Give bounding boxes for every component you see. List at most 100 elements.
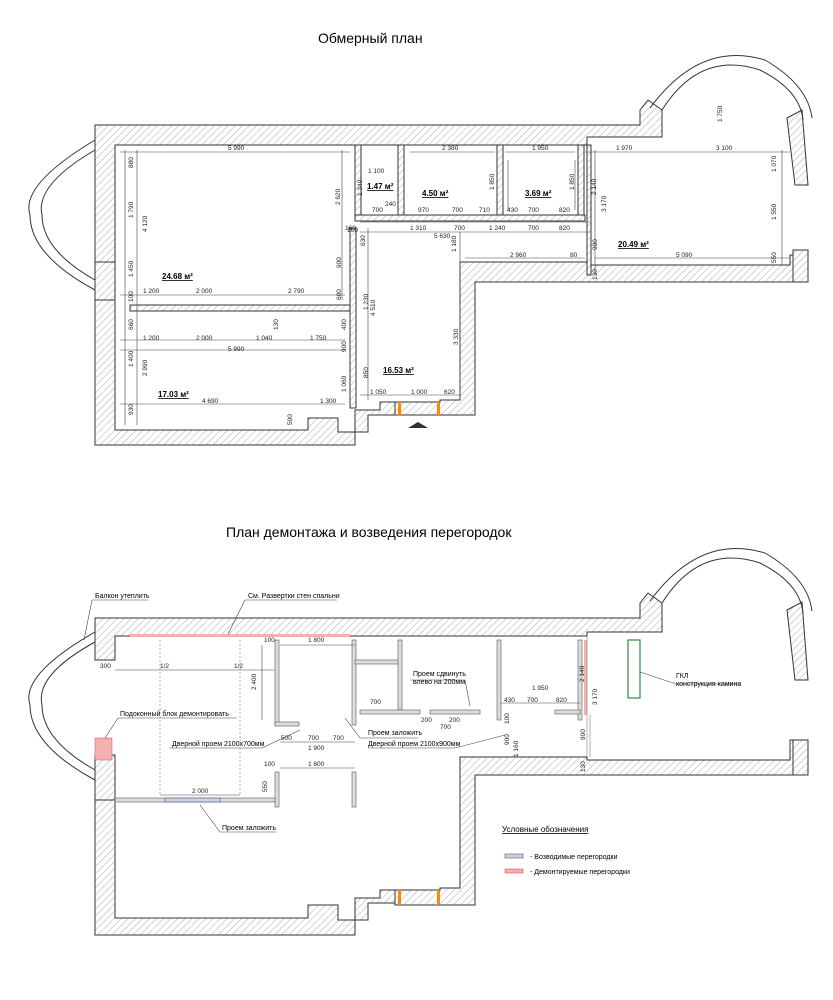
dim-text: 630 [360, 235, 367, 246]
dim-text: 1 000 [411, 389, 428, 396]
dim-text: 820 [559, 225, 570, 232]
dim-text: 2 790 [288, 288, 305, 295]
legend-build-label: - Возводимые перегородки [530, 854, 618, 861]
dim-text: 900 [592, 239, 599, 250]
dim-text: 1 230 [363, 293, 370, 310]
dim-text: 430 [504, 697, 515, 704]
dim-text: 1 850 [489, 173, 496, 190]
dim-text: 2 000 [192, 788, 209, 795]
plan2-dimension-text: 300 1/2 1/2 100 1 800 2 400 500 700 700 … [100, 637, 599, 795]
plan1-title: Обмерный план [318, 30, 423, 46]
dim-text: 160 [345, 225, 356, 232]
dim-text: 240 [385, 201, 396, 208]
dim-text: 850 [363, 367, 370, 378]
dim-text: 700 [528, 225, 539, 232]
dim-text: 1 800 [308, 761, 325, 768]
dim-text: 700 [370, 699, 381, 706]
dim-text: 160 [347, 227, 358, 234]
dim-text: 1 160 [513, 740, 520, 757]
dim-text: 900 [336, 257, 343, 268]
dim-text: 930 [128, 404, 135, 415]
plan1-dimension-text: 5 990 2 380 1 950 1 970 3 100 1 750 1 10… [128, 105, 778, 425]
plan1-dimension-lines [120, 150, 790, 425]
dim-text: 80 [570, 252, 578, 259]
dim-text: 100 [504, 713, 511, 724]
dim-text: 430 [507, 207, 518, 214]
dim-text: 2 380 [442, 145, 459, 152]
dim-text: 1 950 [532, 685, 549, 692]
dim-text: 2 960 [510, 252, 527, 259]
dim-text: 1 450 [128, 260, 135, 277]
dim-text: 3 330 [453, 328, 460, 345]
dim-text: 900 [580, 729, 587, 740]
dim-text: 1 040 [256, 335, 273, 342]
note-door-900: Дверной проем 2100х900мм [368, 740, 461, 748]
dim-text: 5 090 [676, 252, 693, 259]
dim-text: 400 [341, 319, 348, 330]
dim-text: 2 400 [251, 673, 258, 690]
note-close-1: Проем заложить [368, 730, 422, 737]
plan2-walls [28, 548, 813, 936]
dim-text: 700 [333, 735, 344, 742]
dim-text: 1 750 [717, 105, 724, 122]
dim-text: 2 000 [196, 335, 213, 342]
dim-text: 700 [372, 207, 383, 214]
dim-text: 1 200 [143, 288, 160, 295]
dim-text: 4 120 [142, 215, 149, 232]
dim-text: 1 060 [341, 375, 348, 392]
dim-text: 1 400 [128, 350, 135, 367]
area-label: 3.69 м² [525, 189, 552, 198]
dim-text: 1 950 [532, 145, 549, 152]
dim-text: 130 [273, 319, 280, 330]
dim-text: 900 [504, 734, 511, 745]
dim-text: 5 990 [228, 145, 245, 152]
note-door-700: Дверной проем 2100х700мм [172, 740, 265, 748]
dim-text: 1 850 [569, 173, 576, 190]
dim-text: 700 [452, 207, 463, 214]
note-close-2: Проем заложить [222, 825, 276, 832]
dim-text: 600 [336, 289, 343, 300]
dim-text: 1 550 [771, 203, 778, 220]
dim-text: 2 140 [591, 178, 598, 195]
note-balcony: Балкон утеплить [95, 593, 150, 600]
dim-text: 1/2 [160, 663, 169, 670]
area-label: 16.53 м² [383, 366, 414, 375]
dim-text: 880 [128, 157, 135, 168]
dim-text: 2 990 [142, 359, 149, 376]
dim-text: 710 [479, 207, 490, 214]
dim-text: 100 [264, 637, 275, 644]
dim-text: 1 100 [368, 168, 385, 175]
dim-text: 1 750 [310, 335, 327, 342]
dim-text: 130 [580, 761, 587, 772]
dim-text: 200 [449, 717, 460, 724]
dim-text: 1 900 [308, 745, 325, 752]
dim-text: 500 [281, 735, 292, 742]
legend-demolish-label: - Демонтируемые перегородки [530, 869, 630, 876]
dim-text: 3 170 [601, 195, 608, 212]
dim-text: 130 [592, 269, 599, 280]
dim-text: 900 [341, 341, 348, 352]
dim-text: 2 140 [579, 665, 586, 682]
dim-text: 1 340 [357, 179, 364, 196]
dim-text: 2 620 [335, 188, 342, 205]
dim-text: 3 100 [716, 145, 733, 152]
dim-text: 3 170 [592, 688, 599, 705]
area-label: 24.68 м² [162, 272, 193, 281]
dim-text: 300 [100, 663, 111, 670]
plan1-walls [28, 55, 813, 446]
legend-demolish-swatch [504, 868, 524, 874]
plan1-area-labels: 24.68 м² 17.03 м² 1.47 м² 4.50 м² 3.69 м… [158, 182, 649, 399]
dim-text: 1 310 [410, 225, 427, 232]
dim-text: 700 [454, 225, 465, 232]
legend: Условные обозначения - Возводимые перего… [502, 825, 630, 876]
dim-text: 1 240 [489, 225, 506, 232]
note-sill: Подоконный блок демонтировать [120, 710, 229, 718]
note-walls-ref: См. Развертки стен спальни [248, 593, 340, 600]
area-label: 17.03 м² [158, 390, 189, 399]
dim-text: 200 [421, 717, 432, 724]
dim-text: 4 690 [202, 398, 219, 405]
plan2-notes: Балкон утеплить См. Развертки стен спаль… [95, 593, 741, 832]
